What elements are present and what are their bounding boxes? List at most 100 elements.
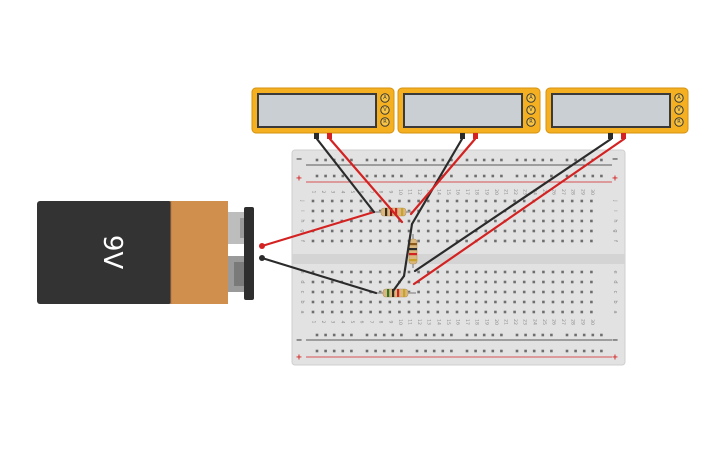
- rail-hole[interactable]: [415, 174, 419, 178]
- terminal-hole[interactable]: [350, 209, 353, 213]
- rail-hole[interactable]: [332, 174, 336, 178]
- terminal-hole[interactable]: [359, 209, 363, 213]
- terminal-hole[interactable]: [321, 280, 324, 284]
- rail-hole[interactable]: [532, 174, 536, 178]
- rail-hole[interactable]: [565, 349, 569, 353]
- terminal-hole[interactable]: [321, 199, 324, 203]
- terminal-hole[interactable]: [551, 199, 555, 203]
- terminal-hole[interactable]: [494, 310, 497, 314]
- terminal-hole[interactable]: [513, 229, 516, 233]
- rail-hole[interactable]: [415, 158, 419, 162]
- terminal-hole[interactable]: [513, 290, 516, 294]
- terminal-hole[interactable]: [465, 270, 468, 274]
- rail-hole[interactable]: [491, 333, 495, 337]
- terminal-hole[interactable]: [378, 219, 382, 223]
- terminal-hole[interactable]: [311, 199, 315, 203]
- terminal-hole[interactable]: [590, 270, 593, 274]
- rail-hole[interactable]: [374, 158, 377, 162]
- terminal-hole[interactable]: [570, 310, 574, 314]
- battery-snap-connector[interactable]: [244, 207, 254, 300]
- terminal-hole[interactable]: [561, 239, 564, 243]
- terminal-hole[interactable]: [590, 209, 593, 213]
- rail-hole[interactable]: [332, 349, 336, 353]
- rail-hole[interactable]: [600, 158, 603, 162]
- terminal-hole[interactable]: [398, 239, 401, 243]
- terminal-hole[interactable]: [407, 290, 411, 294]
- terminal-hole[interactable]: [542, 310, 545, 314]
- terminal-hole[interactable]: [350, 270, 353, 274]
- terminal-hole[interactable]: [551, 219, 555, 223]
- rail-hole[interactable]: [582, 158, 586, 162]
- rail-hole[interactable]: [400, 333, 403, 337]
- rail-hole[interactable]: [482, 158, 486, 162]
- terminal-hole[interactable]: [359, 229, 363, 233]
- terminal-hole[interactable]: [359, 239, 363, 243]
- rail-hole[interactable]: [315, 158, 319, 162]
- terminal-hole[interactable]: [570, 239, 574, 243]
- terminal-hole[interactable]: [551, 280, 555, 284]
- terminal-hole[interactable]: [494, 239, 497, 243]
- rail-hole[interactable]: [574, 158, 577, 162]
- rail-hole[interactable]: [374, 349, 377, 353]
- wire-meter2-com[interactable]: [410, 137, 464, 226]
- rail-hole[interactable]: [365, 333, 369, 337]
- terminal-hole[interactable]: [369, 209, 372, 213]
- terminal-hole[interactable]: [446, 310, 449, 314]
- terminal-hole[interactable]: [474, 280, 478, 284]
- terminal-hole[interactable]: [378, 310, 382, 314]
- rail-hole[interactable]: [591, 174, 595, 178]
- terminal-hole[interactable]: [580, 229, 584, 233]
- terminal-hole[interactable]: [330, 239, 334, 243]
- terminal-hole[interactable]: [465, 300, 468, 304]
- terminal-hole[interactable]: [465, 280, 468, 284]
- rail-hole[interactable]: [500, 174, 503, 178]
- rail-hole[interactable]: [341, 158, 345, 162]
- terminal-hole[interactable]: [417, 199, 420, 203]
- terminal-hole[interactable]: [590, 310, 593, 314]
- terminal-hole[interactable]: [580, 209, 584, 213]
- terminal-hole[interactable]: [340, 310, 344, 314]
- rail-hole[interactable]: [450, 174, 453, 178]
- terminal-hole[interactable]: [426, 280, 430, 284]
- terminal-hole[interactable]: [465, 290, 468, 294]
- rail-hole[interactable]: [315, 174, 319, 178]
- rail-hole[interactable]: [424, 333, 427, 337]
- terminal-hole[interactable]: [407, 270, 411, 274]
- terminal-hole[interactable]: [321, 310, 324, 314]
- terminal-hole[interactable]: [407, 310, 411, 314]
- rail-hole[interactable]: [432, 158, 436, 162]
- rail-hole[interactable]: [474, 349, 477, 353]
- terminal-hole[interactable]: [580, 219, 584, 223]
- terminal-hole[interactable]: [369, 310, 372, 314]
- terminal-hole[interactable]: [455, 239, 459, 243]
- terminal-hole[interactable]: [455, 300, 459, 304]
- terminal-hole[interactable]: [561, 290, 564, 294]
- terminal-hole[interactable]: [369, 199, 372, 203]
- terminal-hole[interactable]: [561, 199, 564, 203]
- terminal-hole[interactable]: [503, 290, 507, 294]
- rail-hole[interactable]: [382, 158, 386, 162]
- terminal-hole[interactable]: [426, 270, 430, 274]
- terminal-hole[interactable]: [321, 239, 324, 243]
- terminal-hole[interactable]: [532, 300, 536, 304]
- rail-hole[interactable]: [382, 349, 386, 353]
- multimeter-2-probe-com[interactable]: [460, 133, 465, 139]
- terminal-hole[interactable]: [436, 239, 440, 243]
- rail-hole[interactable]: [350, 349, 353, 353]
- terminal-hole[interactable]: [542, 270, 545, 274]
- terminal-hole[interactable]: [590, 239, 593, 243]
- terminal-hole[interactable]: [426, 310, 430, 314]
- terminal-hole[interactable]: [330, 199, 334, 203]
- terminal-hole[interactable]: [359, 219, 363, 223]
- terminal-hole[interactable]: [465, 199, 468, 203]
- rail-hole[interactable]: [574, 174, 577, 178]
- terminal-hole[interactable]: [417, 270, 420, 274]
- terminal-hole[interactable]: [426, 229, 430, 233]
- terminal-hole[interactable]: [532, 290, 536, 294]
- terminal-hole[interactable]: [494, 300, 497, 304]
- rail-hole[interactable]: [315, 333, 319, 337]
- terminal-hole[interactable]: [359, 280, 363, 284]
- terminal-hole[interactable]: [340, 239, 344, 243]
- multimeter-3-button-a[interactable]: [674, 93, 684, 103]
- terminal-hole[interactable]: [532, 280, 536, 284]
